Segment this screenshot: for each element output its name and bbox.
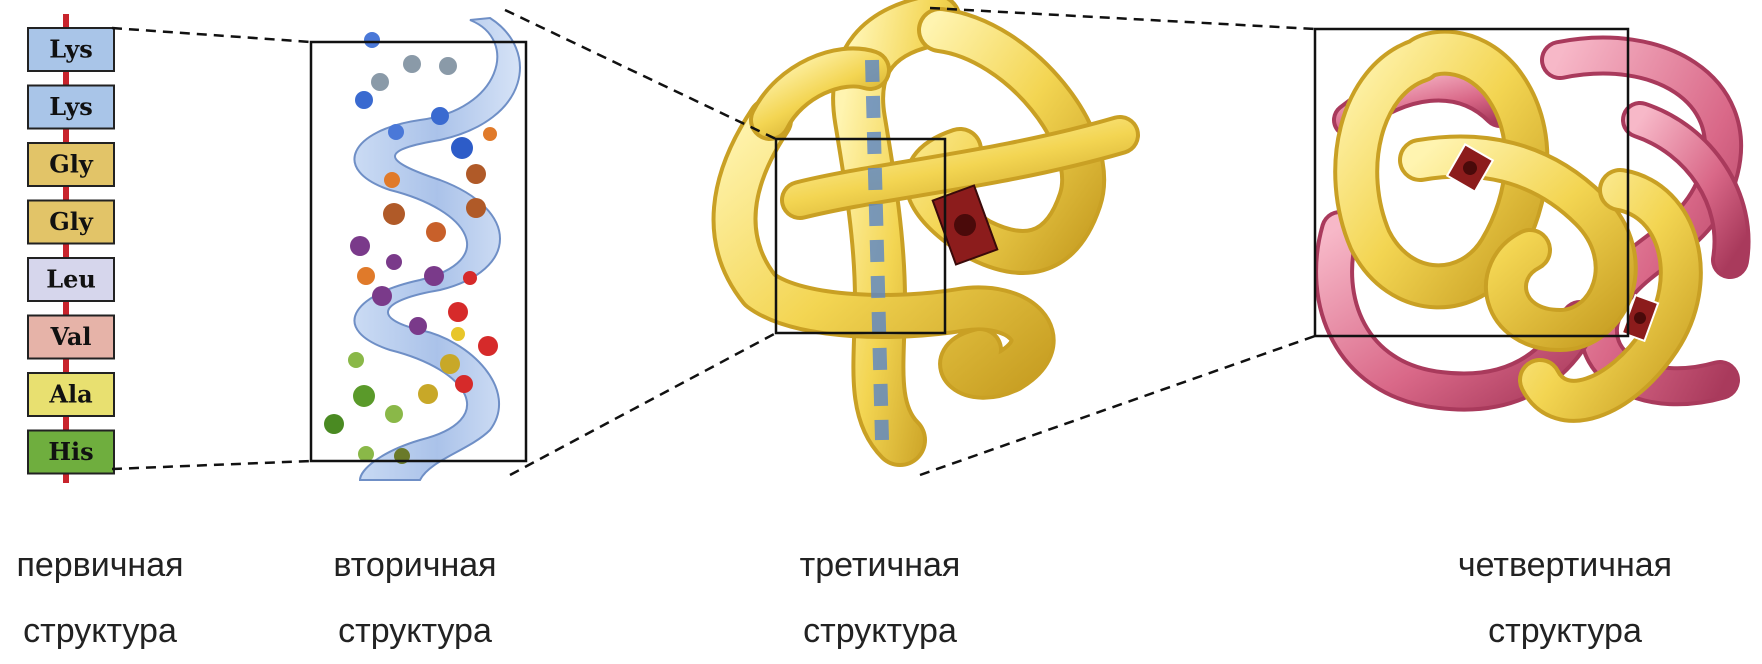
- atom: [386, 254, 402, 270]
- heme-group: [933, 186, 998, 265]
- atom: [348, 352, 364, 368]
- caption-secondary: вторичная структура: [310, 532, 520, 664]
- atom: [424, 266, 444, 286]
- caption-quaternary-line1: четвертичная: [1430, 532, 1700, 598]
- caption-primary-line1: первичная: [0, 532, 200, 598]
- atom: [418, 384, 438, 404]
- atom: [440, 354, 460, 374]
- residue-ala: Ala: [28, 373, 114, 416]
- atom: [385, 405, 403, 423]
- atom: [371, 73, 389, 91]
- atom: [403, 55, 421, 73]
- residue-gly: Gly: [28, 143, 114, 186]
- atom: [357, 267, 375, 285]
- caption-primary: первичная структура: [0, 532, 200, 664]
- caption-secondary-line2: структура: [310, 598, 520, 664]
- residue-lys: Lys: [28, 28, 114, 71]
- caption-tertiary: третичная структура: [770, 532, 990, 664]
- atom: [451, 137, 473, 159]
- caption-secondary-line1: вторичная: [310, 532, 520, 598]
- atom: [426, 222, 446, 242]
- atom: [483, 127, 497, 141]
- atom: [372, 286, 392, 306]
- residue-leu: Leu: [28, 258, 114, 301]
- residue-label: Ala: [48, 380, 92, 409]
- atom: [388, 124, 404, 140]
- residue-label: Gly: [49, 207, 94, 236]
- residue-label: Lys: [49, 92, 92, 121]
- caption-quaternary: четвертичная структура: [1430, 532, 1700, 664]
- atom: [463, 271, 477, 285]
- connector-primary-top: [112, 28, 311, 42]
- tertiary-structure: [735, 20, 1120, 440]
- residue-label: Lys: [49, 35, 92, 64]
- connector-secondary-bottom: [510, 333, 776, 475]
- atom: [384, 172, 400, 188]
- residue-lys: Lys: [28, 86, 114, 129]
- caption-primary-line2: структура: [0, 598, 200, 664]
- caption-quaternary-line2: структура: [1430, 598, 1700, 664]
- atom: [466, 164, 486, 184]
- secondary-structure-helix: [311, 18, 526, 480]
- atom: [455, 375, 473, 393]
- residue-label: Leu: [46, 265, 96, 294]
- atom: [448, 302, 468, 322]
- atom: [439, 57, 457, 75]
- residue-his: His: [28, 431, 114, 474]
- atom: [478, 336, 498, 356]
- atom: [409, 317, 427, 335]
- quaternary-structure: [1315, 29, 1732, 401]
- residue-label: His: [48, 437, 93, 466]
- atom: [353, 385, 375, 407]
- atom: [466, 198, 486, 218]
- connector-primary-bottom: [112, 461, 311, 469]
- atom: [431, 107, 449, 125]
- atom: [364, 32, 380, 48]
- residue-label: Gly: [49, 150, 94, 179]
- caption-tertiary-line2: структура: [770, 598, 990, 664]
- atom: [383, 203, 405, 225]
- residue-label: Val: [49, 322, 91, 351]
- atom: [358, 446, 374, 462]
- atom: [355, 91, 373, 109]
- atom: [350, 236, 370, 256]
- caption-tertiary-line1: третичная: [770, 532, 990, 598]
- residue-gly: Gly: [28, 201, 114, 244]
- residue-val: Val: [28, 316, 114, 359]
- atom: [324, 414, 344, 434]
- connector-secondary-top: [505, 10, 776, 139]
- atom: [451, 327, 465, 341]
